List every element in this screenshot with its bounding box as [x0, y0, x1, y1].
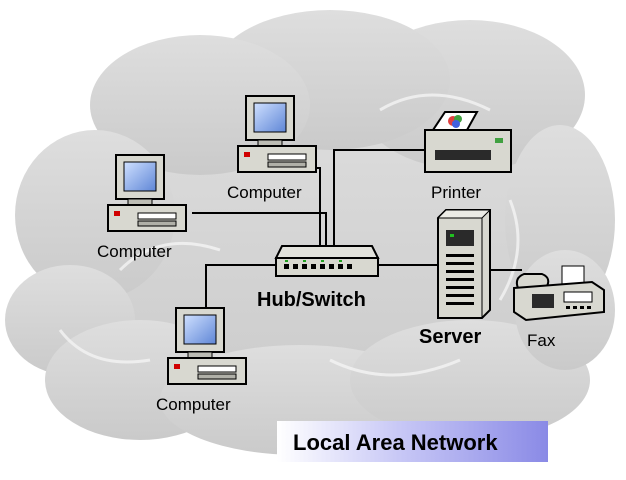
network-cables — [192, 149, 522, 320]
hub-switch-icon — [274, 245, 380, 277]
computer-icon — [167, 307, 247, 385]
lan-title-banner: Local Area Network — [277, 421, 548, 462]
computer-icon — [107, 154, 187, 232]
printer-icon — [424, 111, 512, 173]
computer-label: Computer — [97, 242, 172, 261]
cloud-background — [5, 10, 615, 455]
lan-title: Local Area Network — [293, 430, 498, 455]
server-icon — [436, 209, 492, 319]
printer-label: Printer — [431, 183, 482, 202]
server-label: Server — [419, 326, 482, 348]
computer-icon — [237, 95, 317, 173]
hub-switch-label: Hub/Switch — [257, 289, 366, 311]
computer-label: Computer — [227, 183, 302, 202]
fax-icon — [513, 265, 605, 322]
computer-label: Computer — [156, 395, 231, 414]
fax-label: Fax — [527, 331, 556, 350]
